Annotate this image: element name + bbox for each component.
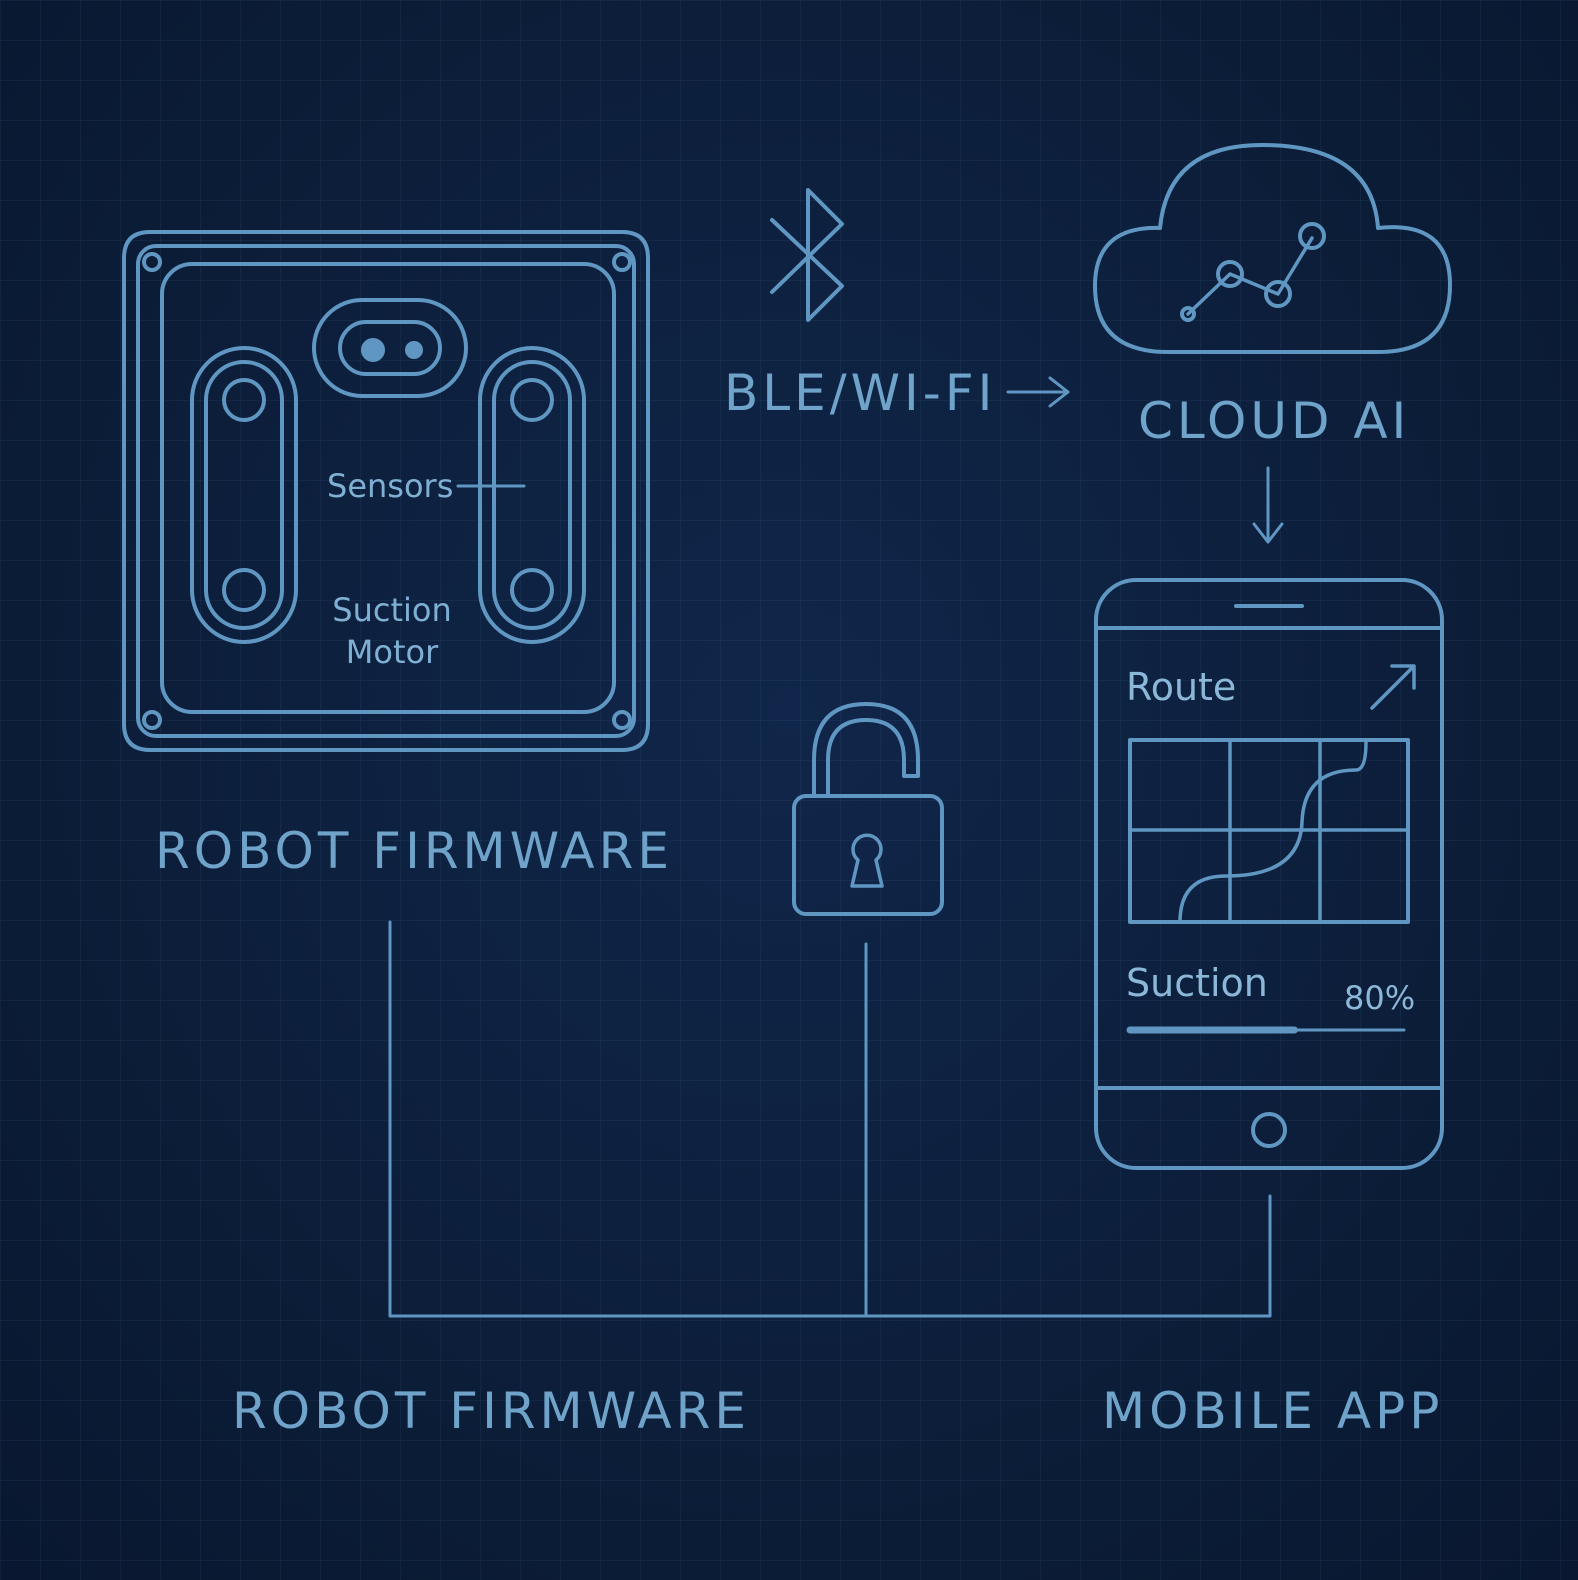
right-track — [478, 346, 586, 644]
left-track — [190, 346, 298, 644]
cloud-ai-label: CLOUD AI — [1138, 392, 1411, 450]
robot-firmware-title-top: ROBOT FIRMWARE — [155, 822, 673, 880]
suction-label: Suction — [1126, 961, 1268, 1005]
suction-motor-label-line1: Suction — [332, 591, 452, 629]
suction-value: 80% — [1344, 979, 1416, 1017]
cloud-to-app-arrow — [1252, 466, 1284, 544]
route-arrow-icon — [1370, 666, 1414, 710]
window-robot-icon — [122, 230, 650, 752]
bluetooth-icon — [770, 188, 844, 322]
connectivity-label: BLE/WI-FI — [724, 364, 997, 422]
mobile-app-title: MOBILE APP — [1102, 1382, 1444, 1440]
suction-motor-label-line2: Motor — [345, 633, 439, 671]
sensor-pod — [312, 298, 468, 398]
smartphone-icon — [1094, 578, 1444, 1170]
route-label: Route — [1126, 665, 1237, 709]
route-path — [1178, 740, 1368, 924]
robot-firmware-title-bottom: ROBOT FIRMWARE — [232, 1382, 750, 1440]
cloud-icon — [1093, 143, 1452, 354]
connector-lines — [388, 920, 1272, 1318]
unlocked-padlock-icon — [792, 702, 944, 916]
connectivity-arrow — [1006, 376, 1070, 408]
sensors-label: Sensors — [327, 467, 454, 505]
